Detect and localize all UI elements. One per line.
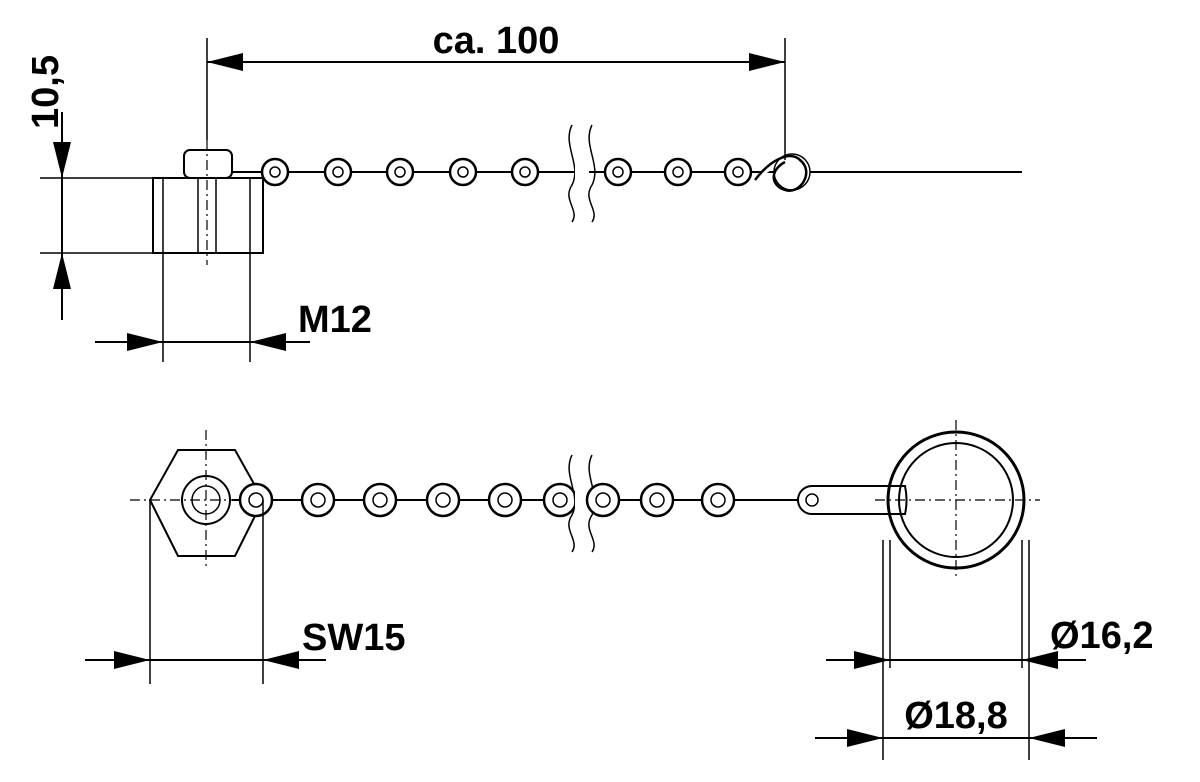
chain-link	[585, 482, 621, 518]
chain-link	[723, 157, 753, 187]
chain-link	[323, 157, 353, 187]
dimension-thread: M12	[95, 253, 372, 362]
ring-inner-label: Ø16,2	[1050, 615, 1154, 657]
thread-label: M12	[298, 299, 372, 341]
side-view: ca. 100 10,5 M12	[25, 20, 1022, 362]
chain-link	[260, 157, 290, 187]
dimension-wrench: SW15	[85, 500, 405, 684]
chain-top	[232, 454, 800, 553]
chain-link	[663, 157, 693, 187]
ring-outer-label: Ø18,8	[904, 695, 1008, 737]
chain-link	[603, 157, 633, 187]
chain-link	[300, 482, 336, 518]
chain-link	[448, 157, 478, 187]
chain-link	[510, 157, 540, 187]
chain-link	[425, 482, 461, 518]
dimension-ring-inner: Ø16,2	[826, 540, 1154, 669]
chain-link	[385, 157, 415, 187]
dimension-length: ca. 100	[206, 20, 786, 160]
wrench-label: SW15	[302, 617, 405, 659]
cap-body	[152, 177, 264, 254]
top-view: SW15 Ø16,2 Ø18,8	[85, 420, 1154, 760]
dimension-ring-outer: Ø18,8	[815, 540, 1097, 760]
end-ring	[797, 420, 1040, 580]
cap-nub	[183, 149, 233, 179]
chain-link	[238, 482, 274, 518]
chain-link	[639, 482, 675, 518]
chain-link	[487, 482, 523, 518]
dimension-height: 10,5	[25, 55, 153, 320]
height-label: 10,5	[25, 55, 67, 129]
chain-link	[700, 482, 736, 518]
chain-link	[362, 482, 398, 518]
chain-side	[232, 124, 1022, 223]
length-label: ca. 100	[433, 20, 560, 62]
end-ring-side	[754, 153, 811, 192]
chain-link	[542, 482, 578, 518]
